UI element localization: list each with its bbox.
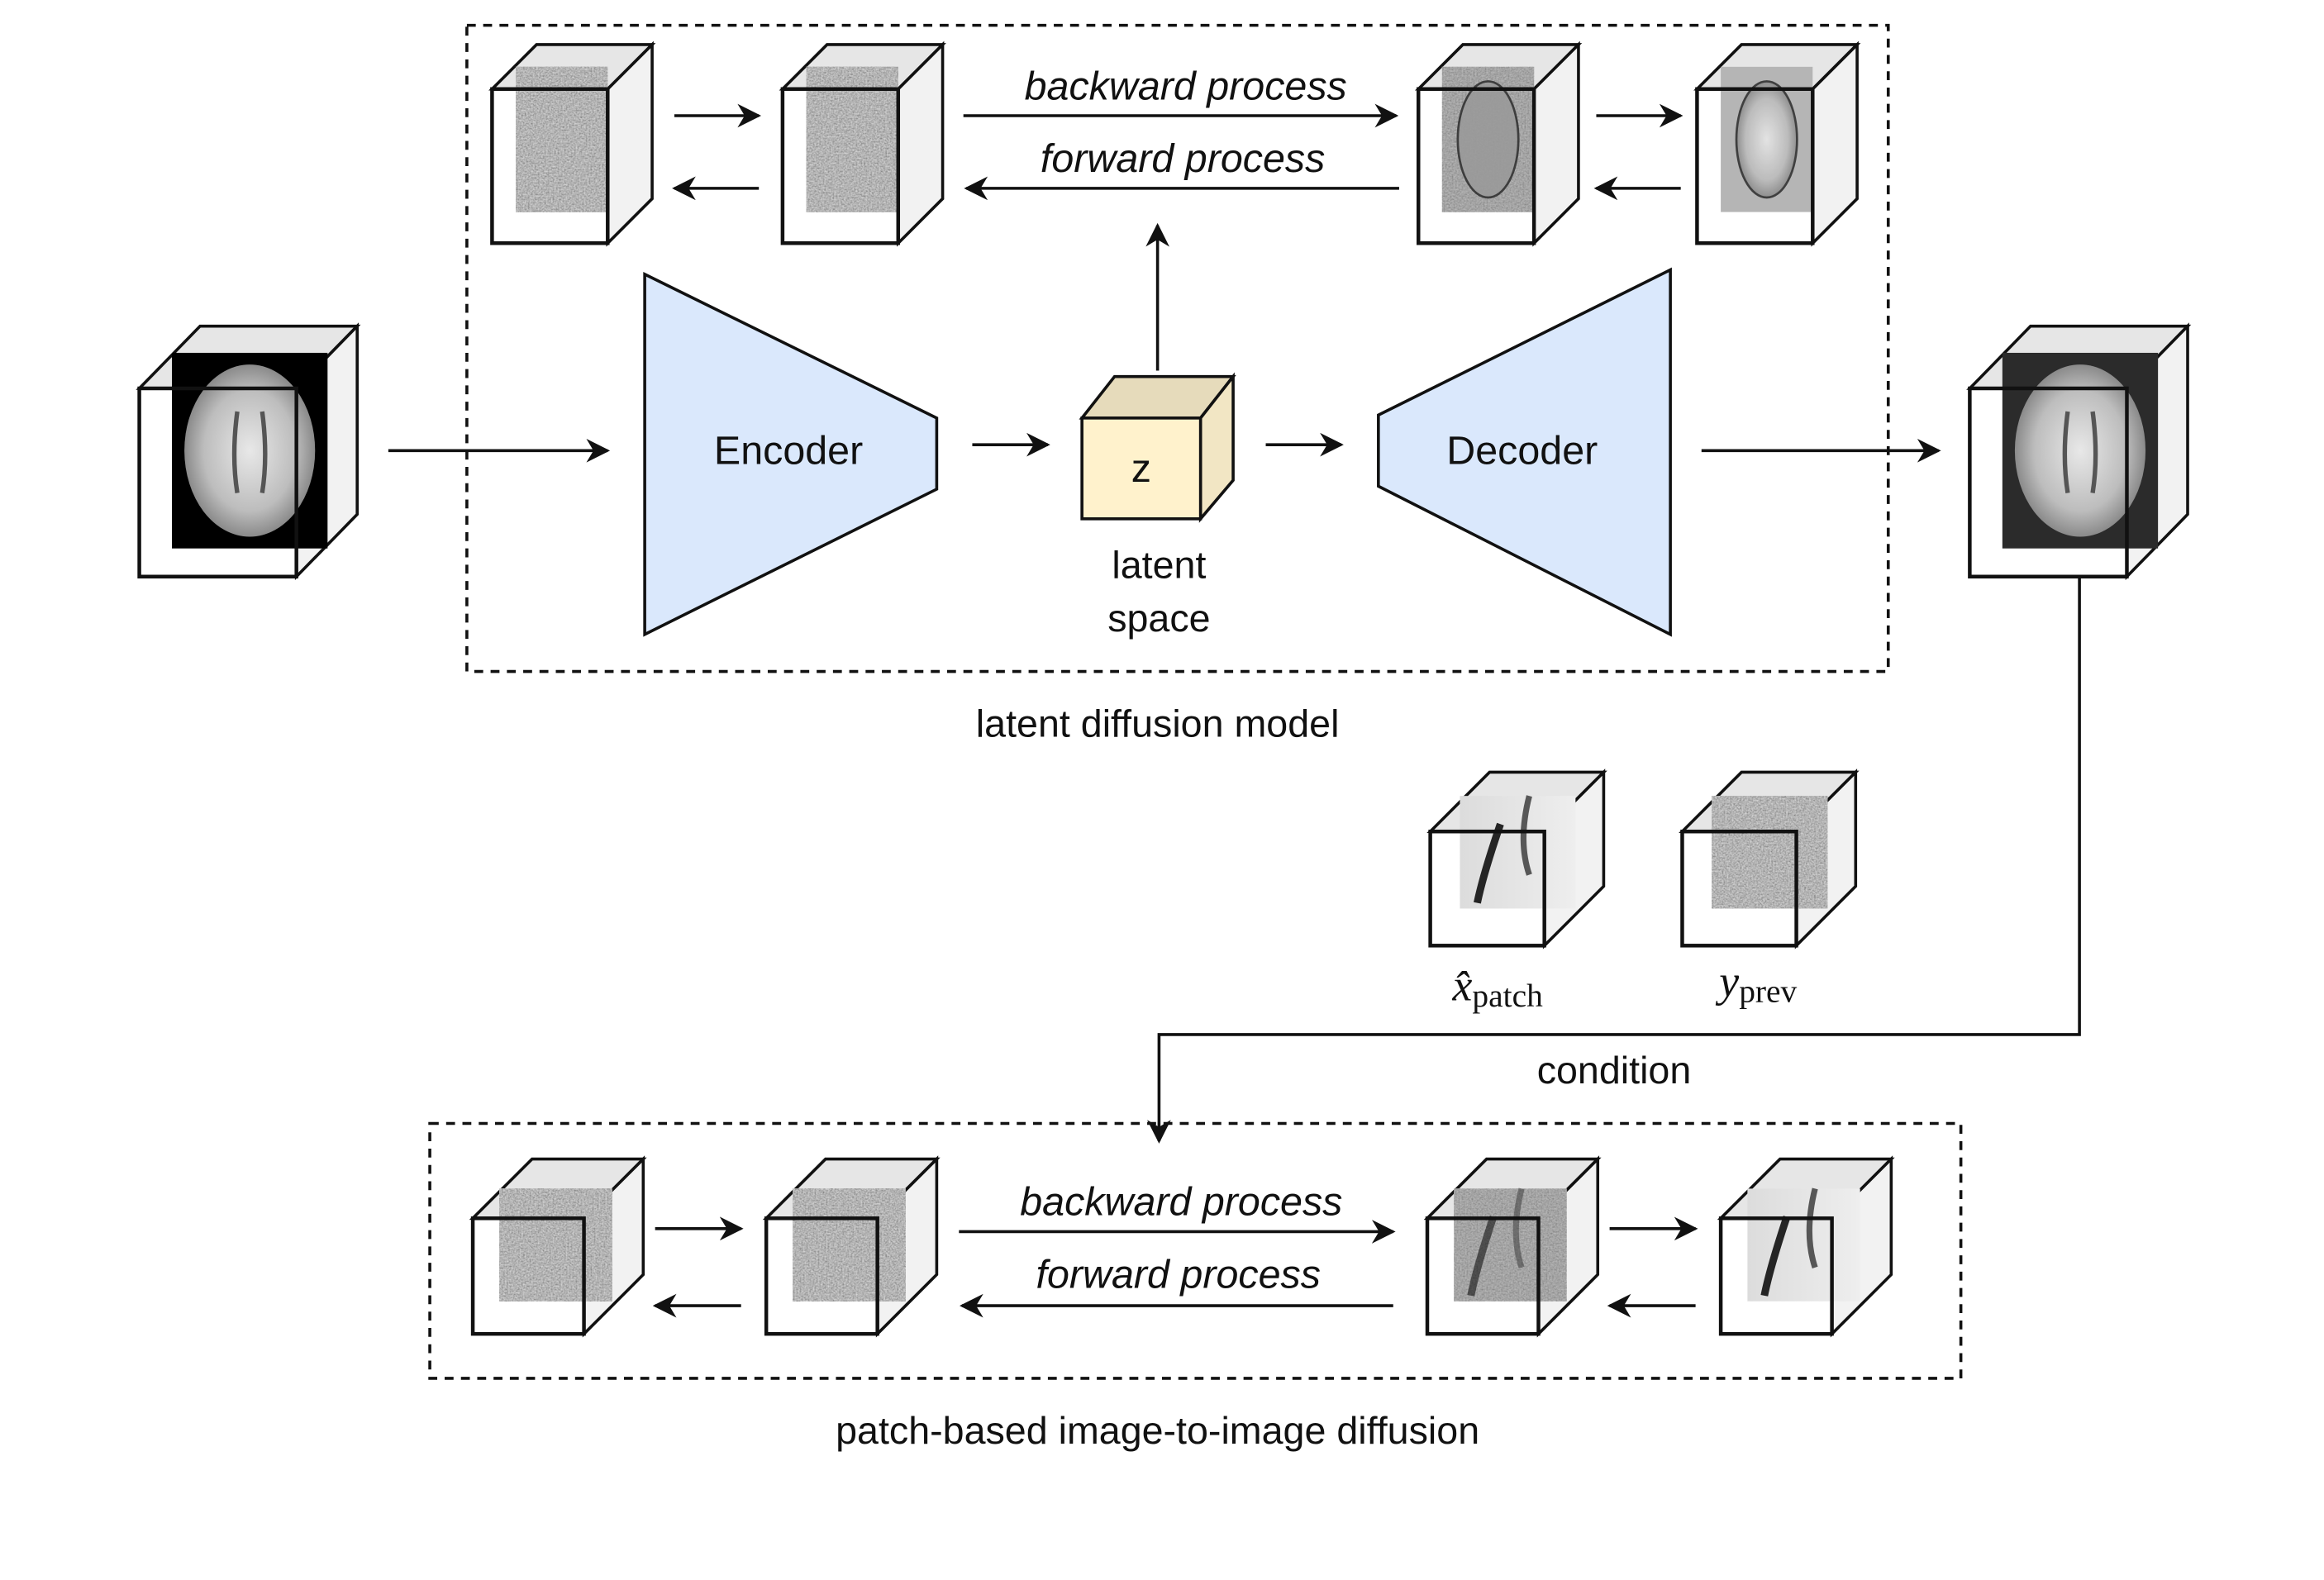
patch-structure xyxy=(1520,795,1532,876)
decoder-label: Decoder xyxy=(1446,428,1598,473)
cube-slice xyxy=(2002,352,2159,549)
cube-slice xyxy=(1712,796,1828,909)
pd-cube-4 xyxy=(1717,1155,1895,1338)
latent-cube-front xyxy=(1080,416,1202,521)
noise-texture xyxy=(516,66,608,212)
latent-symbol: z xyxy=(1131,446,1151,491)
ldm-cube-1 xyxy=(488,40,656,247)
latent-diffusion-frame xyxy=(465,23,1890,673)
brain-slice xyxy=(184,364,316,537)
ventricles xyxy=(231,411,268,494)
cube-front-outline xyxy=(1718,1216,1834,1336)
noise-texture xyxy=(806,66,898,212)
y-symbol: y xyxy=(1715,956,1739,1006)
latent-cube: z xyxy=(1079,372,1236,523)
cube-front-outline xyxy=(490,87,610,245)
condition-path xyxy=(1147,578,2081,1144)
y-prev-subscript: prev xyxy=(1739,973,1797,1009)
input-volume-cube xyxy=(136,322,361,581)
condition-cube-patch xyxy=(1426,769,1607,949)
patch-structure xyxy=(1467,1216,1498,1297)
brain-slice xyxy=(1456,80,1520,199)
ldm-cube-4 xyxy=(1693,40,1861,247)
cube-slice xyxy=(1460,795,1576,909)
patch-diffusion-caption: patch-based image-to-image diffusion xyxy=(836,1409,1479,1452)
patch-diffusion-frame xyxy=(428,1121,1963,1380)
cube-front-outline xyxy=(1968,386,2129,578)
encoder-label: Encoder xyxy=(714,428,863,473)
cube-slice xyxy=(499,1188,612,1302)
cube-front-outline xyxy=(1680,829,1798,948)
patch-structure xyxy=(1474,822,1504,904)
pd-backward-label: backward process xyxy=(1020,1180,1342,1225)
condition-y-prev-label: yprev xyxy=(1715,956,1797,1009)
cube-front-outline xyxy=(1695,87,1815,245)
decoder-block xyxy=(1377,267,1672,637)
brain-slice xyxy=(2014,364,2146,537)
cube-slice xyxy=(1441,66,1535,212)
latent-diffusion-caption: latent diffusion model xyxy=(976,702,1340,745)
cube-slice xyxy=(1721,66,1813,212)
ldm-cube-2 xyxy=(779,40,946,247)
cube-front-outline xyxy=(780,87,901,245)
pd-cube-1 xyxy=(469,1155,647,1338)
latent-caption-line1: latent xyxy=(1112,544,1206,587)
cube-front-outline xyxy=(1417,87,1536,245)
noise-texture xyxy=(793,1188,906,1302)
brain-slice xyxy=(1735,80,1798,199)
latent-caption-line2: space xyxy=(1107,597,1210,640)
patch-structure xyxy=(1806,1187,1818,1268)
patch-structure xyxy=(1512,1187,1525,1268)
cube-slice xyxy=(793,1188,906,1302)
noise-texture xyxy=(499,1188,612,1302)
ventricles xyxy=(2062,411,2098,494)
condition-x-patch-label: x̂patch xyxy=(1451,961,1543,1014)
noise-texture xyxy=(1712,796,1828,909)
cube-slice xyxy=(806,66,898,212)
pd-forward-label: forward process xyxy=(1036,1253,1321,1297)
ldm-forward-label: forward process xyxy=(1041,136,1325,181)
pd-cube-2 xyxy=(762,1155,941,1338)
cube-front-outline xyxy=(137,386,298,578)
condition-cube-prev xyxy=(1679,769,1860,949)
patch-diffusion-group: backward process forward process xyxy=(428,1121,1963,1380)
cube-slice xyxy=(172,352,328,549)
cube-front-outline xyxy=(1428,829,1546,948)
output-volume-cube xyxy=(1966,322,2192,581)
patch-structure xyxy=(1760,1216,1791,1297)
cube-slice xyxy=(1454,1187,1567,1302)
latent-diffusion-group: backward process forward process Encoder… xyxy=(465,23,1890,673)
ldm-cube-3 xyxy=(1414,40,1583,247)
pd-cube-3 xyxy=(1423,1155,1602,1338)
cube-front-outline xyxy=(470,1216,586,1336)
ldm-backward-label: backward process xyxy=(1025,64,1347,108)
cube-front-outline xyxy=(1425,1216,1541,1336)
encoder-block xyxy=(643,272,939,637)
cube-front-outline xyxy=(764,1216,879,1336)
cube-slice xyxy=(1747,1187,1860,1302)
x-hat-symbol: x̂ xyxy=(1451,961,1472,1011)
cube-slice xyxy=(516,66,608,212)
condition-label: condition xyxy=(1537,1049,1692,1092)
x-patch-subscript: patch xyxy=(1472,978,1543,1014)
